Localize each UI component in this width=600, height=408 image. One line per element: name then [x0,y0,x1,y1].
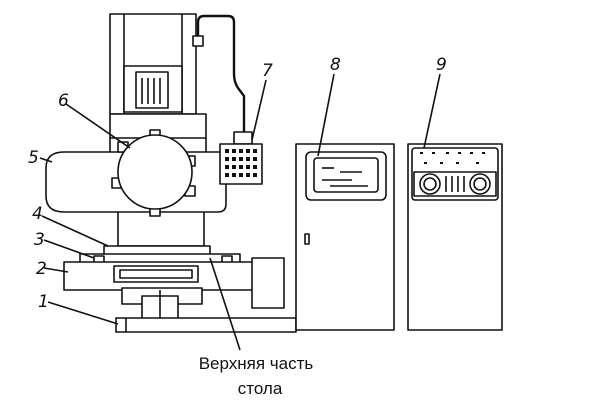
control-pendant [219,131,263,185]
leader-lines [39,73,441,351]
machine-table [63,245,297,333]
label-2: 2 [36,259,47,279]
label-8: 8 [330,55,341,75]
leader-6 [65,103,131,149]
leader-5 [39,157,53,163]
leader-8 [317,73,335,157]
label-9: 9 [436,55,447,75]
leader-9 [423,73,441,149]
caption-line-1: Верхняя часть [199,354,314,373]
label-6: 6 [58,91,69,111]
leader-7 [251,79,267,141]
label-3: 3 [34,230,45,250]
leader-4 [41,215,109,247]
label-1: 1 [38,292,49,312]
label-5: 5 [28,148,39,168]
leader-2 [43,267,69,273]
pendant-cable [192,14,246,132]
leader-1 [47,301,119,325]
leader-3 [43,239,95,259]
label-4: 4 [32,204,43,224]
cnc-cabinet [295,143,395,331]
leader-caption [209,257,241,351]
electrical-cabinet [407,143,503,331]
caption-line-2: стола [238,379,283,398]
label-7: 7 [262,61,273,81]
tool-magazine [111,129,196,217]
